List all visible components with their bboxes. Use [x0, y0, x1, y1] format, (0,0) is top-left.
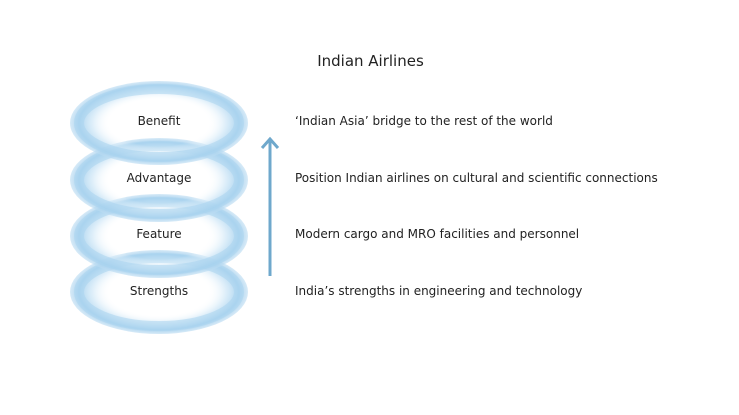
ring-benefit: [70, 81, 248, 165]
description-strengths: India’s strengths in engineering and tec…: [295, 284, 583, 298]
description-benefit: ‘Indian Asia’ bridge to the rest of the …: [295, 114, 553, 128]
description-advantage: Position Indian airlines on cultural and…: [295, 171, 658, 185]
diagram-title: Indian Airlines: [317, 52, 424, 70]
description-feature: Modern cargo and MRO facilities and pers…: [295, 227, 580, 241]
level-label-advantage: Advantage: [126, 171, 192, 185]
up-arrow-icon: [260, 136, 280, 276]
level-label-feature: Feature: [136, 227, 182, 241]
level-label-benefit: Benefit: [137, 114, 181, 128]
level-label-strengths: Strengths: [129, 284, 189, 298]
